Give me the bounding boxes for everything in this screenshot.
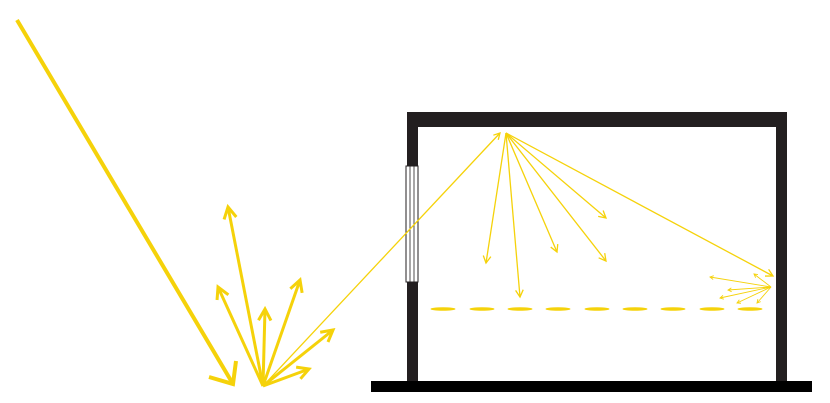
ceiling-reflected-arrow — [505, 132, 559, 254]
sunlight-arrowhead-icon — [208, 360, 238, 387]
ray-through-window — [262, 132, 501, 387]
arrowhead-icon — [736, 299, 742, 304]
ground-reflected-arrow — [262, 365, 312, 388]
ceiling-reflected-arrow — [505, 132, 608, 219]
arrowhead-icon — [709, 275, 714, 280]
ceiling-reflected-arrow — [505, 132, 607, 263]
wall-reflection — [709, 273, 772, 304]
floor-light-dash — [469, 307, 495, 311]
arrowhead-icon — [753, 273, 759, 278]
right-wall — [776, 112, 787, 384]
arrowhead-icon — [482, 255, 492, 265]
arrowhead-icon — [215, 284, 230, 301]
arrowhead-icon — [295, 365, 312, 380]
floor-light-dash — [584, 307, 610, 311]
floor-light-dash — [430, 307, 456, 311]
floor-light-dash — [545, 307, 571, 311]
ceiling-reflected-arrow — [505, 132, 775, 277]
floor-illumination — [430, 307, 763, 311]
arrowhead-icon — [550, 243, 559, 254]
floor-light-dash — [507, 307, 533, 311]
arrowhead-icon — [319, 328, 336, 343]
ground-reflected-arrow — [257, 305, 273, 387]
ceiling-reflection — [482, 132, 775, 299]
floor-light-dash — [737, 307, 763, 311]
arrowhead-icon — [222, 203, 238, 220]
wall-reflected-arrow — [753, 273, 772, 288]
floor-light-dash — [622, 307, 648, 311]
ground-reflected-arrow — [262, 328, 336, 388]
arrowhead-icon — [764, 268, 775, 277]
wall-reflected-arrow — [756, 286, 772, 304]
ceiling-reflected-arrow — [482, 132, 507, 265]
wall-reflected-arrow — [709, 275, 772, 288]
ground-reflection — [215, 132, 501, 388]
wall-reflected-arrow — [727, 286, 772, 293]
roof — [407, 112, 787, 127]
floor-light-dash — [699, 307, 725, 311]
arrowhead-icon — [598, 210, 608, 219]
ground-reflected-arrow — [261, 277, 304, 387]
ground-reflected-arrow — [215, 284, 265, 387]
window — [405, 165, 419, 283]
arrowhead-icon — [289, 277, 304, 294]
ground-reflected-arrow — [222, 203, 265, 387]
arrowhead-icon — [493, 132, 501, 140]
arrowhead-icon — [727, 287, 732, 293]
arrowhead-icon — [756, 298, 761, 304]
arrowhead-icon — [257, 305, 273, 322]
arrowhead-icon — [719, 295, 724, 300]
ground-slab — [371, 381, 812, 392]
wall-reflected-arrow — [719, 286, 772, 300]
sunlight-ray — [15, 18, 238, 387]
ceiling-reflected-arrow — [505, 132, 524, 299]
arrowhead-icon — [515, 289, 524, 299]
floor-light-dash — [660, 307, 686, 311]
building — [371, 112, 812, 392]
wall-reflected-arrow — [736, 286, 772, 304]
arrowhead-icon — [598, 253, 607, 263]
